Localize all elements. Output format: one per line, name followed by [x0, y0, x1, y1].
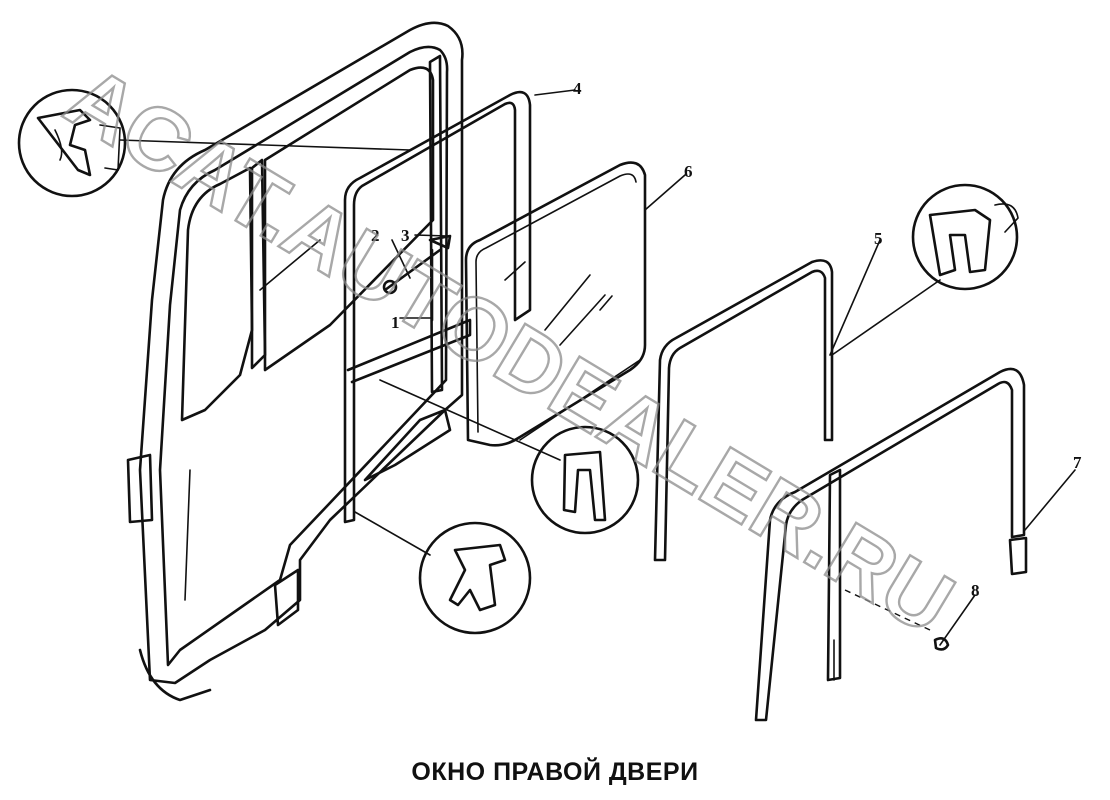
- rear-channel-5: [653, 259, 834, 562]
- door-frame: [126, 21, 464, 702]
- leader-lines: [119, 89, 1076, 646]
- section-detail-middle: [530, 425, 640, 535]
- window-glass-6: [464, 161, 647, 447]
- callout-2: 2: [371, 226, 380, 245]
- callout-8: 8: [971, 581, 980, 600]
- fasteners: [382, 234, 950, 651]
- diagram-title: ОКНО ПРАВОЙ ДВЕРИ: [411, 758, 699, 786]
- window-channel-4: [343, 90, 532, 524]
- callout-1: 1: [391, 313, 400, 332]
- section-detail-bottom: [418, 521, 532, 635]
- callout-labels: 1 2 3 4 5 6 7 8: [371, 79, 1082, 600]
- callout-7: 7: [1073, 453, 1082, 472]
- callout-4: 4: [573, 79, 582, 98]
- callout-3: 3: [401, 226, 410, 245]
- outer-seal-7: [754, 367, 1028, 722]
- section-detail-right: [911, 183, 1019, 291]
- callout-6: 6: [684, 162, 693, 181]
- callout-5: 5: [874, 229, 883, 248]
- section-detail-top-left: [17, 88, 127, 198]
